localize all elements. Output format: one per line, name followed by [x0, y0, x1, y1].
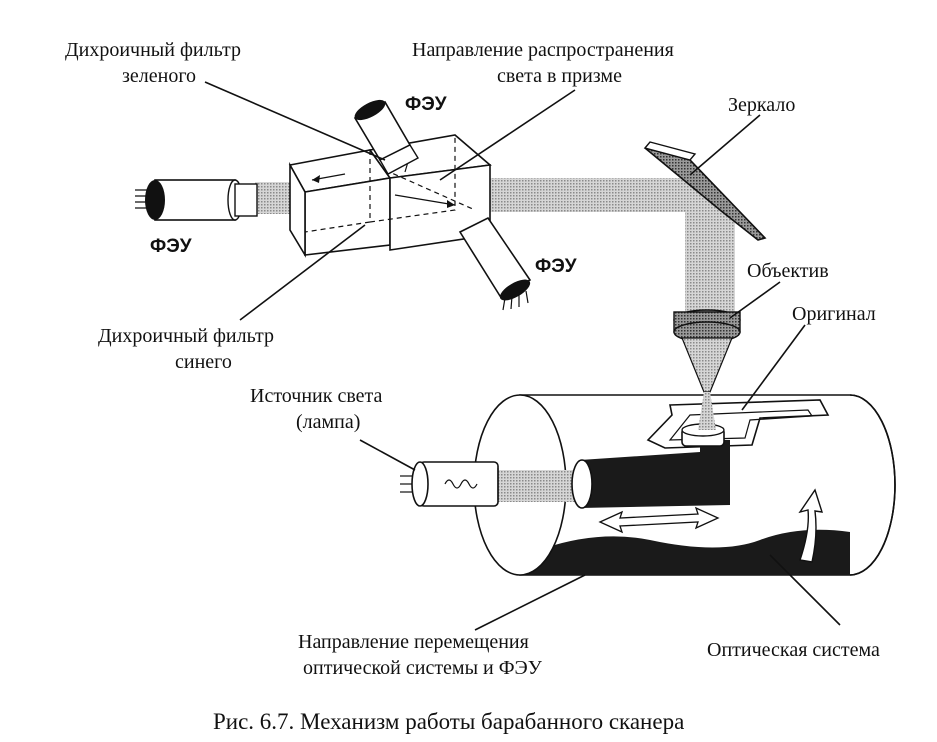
drum-inner-shadow	[520, 529, 850, 575]
label-lens: Объектив	[747, 260, 829, 282]
label-pmt-top: ФЭУ	[405, 94, 447, 115]
pmt-left	[135, 179, 258, 221]
label-green-filter-1: Дихроичный фильтр	[65, 39, 241, 61]
label-green-filter-2: зеленого	[122, 65, 196, 87]
label-prism-direction-1: Направление распространения	[412, 39, 674, 61]
label-original: Оригинал	[792, 303, 876, 325]
label-light-source-1: Источник света	[250, 385, 383, 407]
movement-arrow	[598, 506, 720, 534]
label-pmt-bottom: ФЭУ	[535, 256, 577, 277]
label-pmt-left: ФЭУ	[150, 236, 192, 257]
pmt-bottom	[458, 216, 532, 311]
rotation-arrow	[798, 488, 824, 563]
figure-caption: Рис. 6.7. Механизм работы барабанного ск…	[213, 709, 684, 734]
label-prism-direction-2: света в призме	[497, 65, 622, 87]
lamp	[400, 461, 580, 507]
label-light-source-2: (лампа)	[296, 411, 360, 433]
label-movement-2: оптической системы и ФЭУ	[303, 657, 543, 679]
mirror	[643, 141, 767, 241]
labels: Дихроичный фильтр зеленого Направление р…	[65, 39, 880, 734]
lens	[673, 309, 741, 430]
leader-lines	[204, 81, 841, 631]
pmt-top	[353, 99, 419, 175]
label-mirror: Зеркало	[728, 94, 795, 116]
label-blue-filter-2: синего	[175, 351, 232, 373]
label-optical-system: Оптическая система	[707, 639, 880, 661]
label-blue-filter-1: Дихроичный фильтр	[98, 325, 274, 347]
label-movement-1: Направление перемещения	[298, 631, 529, 653]
